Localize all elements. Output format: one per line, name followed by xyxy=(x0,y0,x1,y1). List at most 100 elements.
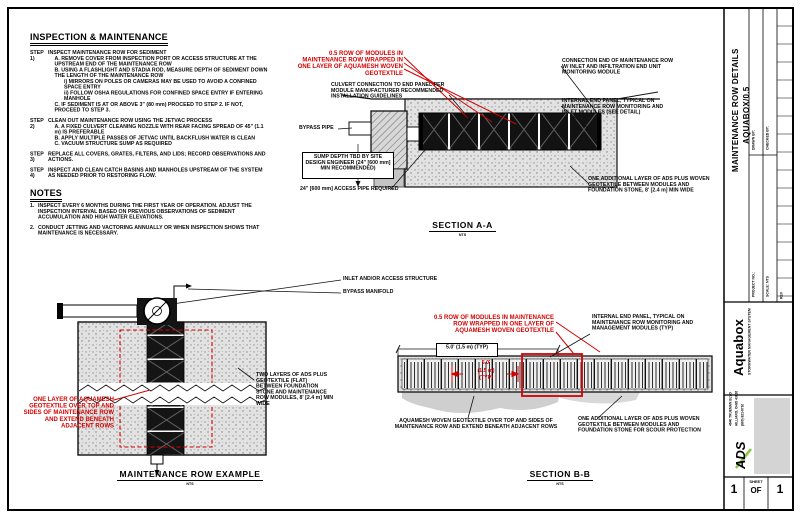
section-b-title: SECTION B-B xyxy=(526,469,594,481)
step-4-label: STEP 4) xyxy=(30,166,44,179)
red-inner-dimension xyxy=(450,366,520,382)
sheet-total: 1 xyxy=(776,482,784,496)
plan-geotextile-note: TWO LAYERS OF ADS PLUS GEOTEXTILE (FLAT)… xyxy=(256,371,334,407)
black-leader-lines xyxy=(337,65,601,190)
red-dimension-text: 5.0' (1.5 m) (TYP) xyxy=(468,360,504,387)
step-2-item-a: A. A FIXED CULVERT CLEANING NOZZLE WITH … xyxy=(54,123,264,136)
revision-row-lines xyxy=(777,25,792,297)
sheet-of: OF xyxy=(750,486,762,495)
section-b-end-panel-note: INTERNAL END PANEL, TYPICAL ON MAINTENAN… xyxy=(592,313,694,332)
section-a-title-block: SECTION A-A NTS xyxy=(360,215,565,242)
note-2-num: 2. xyxy=(30,224,35,231)
step-1-label: STEP 1) xyxy=(30,49,44,62)
foundation-stone-shadow xyxy=(402,392,560,413)
row-example-title: MAINTENANCE ROW EXAMPLE xyxy=(116,469,264,481)
plan-red-note: ONE LAYER OF AQUAMESH GEOTEXTILE OVER TO… xyxy=(23,395,114,429)
bypass-manifold-label: BYPASS MANIFOLD xyxy=(343,288,394,295)
sump-note-text: SUMP DEPTH TBD BY SITE DESIGN ENGINEER (… xyxy=(305,153,391,172)
sheet-frame xyxy=(7,7,794,511)
titleblock-gray-panel xyxy=(754,398,790,474)
row-example-title-block: MAINTENANCE ROW EXAMPLE NTS xyxy=(85,464,295,491)
plan-red-leader xyxy=(113,389,151,401)
plan-leader-lines xyxy=(171,279,342,381)
section-a-red-note: 0.5 ROW OF MODULES IN MAINTENANCE ROW WR… xyxy=(297,49,403,77)
address-line-2: HILLIARD, OHIO 43026 xyxy=(735,390,739,426)
step-2-title: CLEAN OUT MAINTENANCE ROW USING THE JETV… xyxy=(48,117,213,124)
ads-logo-green-swoosh xyxy=(734,448,753,469)
section-a-scale: NTS xyxy=(458,233,467,238)
section-b-left-note: AQUAMESH WOVEN GEOTEXTILE OVER TOP AND S… xyxy=(394,417,558,430)
step-1-item-b-ii: ii) FOLLOW OSHA REGULATIONS FOR CONFINED… xyxy=(64,89,263,102)
step-4-title: INSPECT AND CLEAN CATCH BASINS AND MANHO… xyxy=(48,166,263,179)
step-2-label: STEP 2) xyxy=(30,117,44,130)
sheet-label: SHEET xyxy=(749,479,763,484)
note-1-num: 1. xyxy=(30,202,35,209)
step-2-item-b: B. APPLY MULTIPLE PASSES OF JETVAC UNTIL… xyxy=(54,134,256,141)
step-3-title: REPLACE ALL COVERS, GRATES, FILTERS, AND… xyxy=(48,150,266,163)
step-1-item-b: B. USING A FLASHLIGHT AND STADIA ROD, ME… xyxy=(54,66,268,79)
break-band xyxy=(79,383,265,405)
black-leaders-b xyxy=(467,333,623,419)
section-b-drawing xyxy=(395,321,713,419)
section-a-right-note-2: INTERNAL END PANEL, TYPICAL ON MAINTENAN… xyxy=(562,97,664,116)
step-2: STEP 2) CLEAN OUT MAINTENANCE ROW USING … xyxy=(30,118,268,147)
note-1: 1. INSPECT EVERY 6 MONTHS DURING THE FIR… xyxy=(30,203,268,220)
bypass-pipe-label: BYPASS PIPE xyxy=(299,124,334,131)
bypass-pipe-stub xyxy=(348,121,372,136)
inspection-heading: INSPECTION & MAINTENANCE xyxy=(30,32,168,46)
sheet-of-stack: SHEET OF xyxy=(744,480,768,495)
step-1-item-a: A. REMOVE COVER FROM INSPECTION PORT OR … xyxy=(54,55,257,68)
field-drawn-by: DRAWN BY: xyxy=(752,130,756,150)
section-b-title-block: SECTION B-B NTS xyxy=(470,464,650,491)
address-line-3: (800) 821-6710 xyxy=(741,403,745,426)
step-4: STEP 4) INSPECT AND CLEAN CATCH BASINS A… xyxy=(30,167,268,179)
step-1-item-c: C. IF SEDIMENT IS AT OR ABOVE 3" (80 mm)… xyxy=(54,101,244,114)
note-2: 2. CONDUCT JETTING AND VACTORING ANNUALL… xyxy=(30,224,268,237)
address-line-1: 4640 TRUEMAN BLVD xyxy=(729,392,733,426)
step-1-item-b-i: i) MIRRORS ON POLES OR CAMERAS MAY BE US… xyxy=(64,78,257,91)
aquabox-tagline: STORMWATER MANAGEMENT SYSTEM xyxy=(748,308,752,375)
sheet-number: 1 xyxy=(730,482,738,496)
dimension-label-box: 5.0' (1.5 m) (TYP) xyxy=(436,343,498,357)
titleblock-title-line1: MAINTENANCE ROW DETAILS xyxy=(731,48,740,172)
aquabox-logo: Aquabox xyxy=(731,318,746,376)
section-a-title: SECTION A-A xyxy=(429,220,496,232)
step-2-item-c: C. VACUUM STRUCTURE SUMP AS REQUIRED xyxy=(54,140,172,147)
red-dim-line-3: (TYP) xyxy=(479,374,493,381)
rev-column-header: REV xyxy=(780,291,784,299)
notes-heading: NOTES xyxy=(30,188,63,202)
row-example-drawing xyxy=(57,279,342,476)
inspection-steps: STEP 1) INSPECT MAINTENANCE ROW FOR SEDI… xyxy=(30,50,268,317)
riser-label: INLET AND/OR ACCESS STRUCTURE xyxy=(343,275,438,282)
outlet-stub xyxy=(150,454,164,465)
titleblock-title-line2: AQUABOX/0.5 xyxy=(742,86,751,144)
field-checked-by: CHECKED BY: xyxy=(766,125,770,150)
red-leaders-b xyxy=(555,321,601,355)
step-1-title: INSPECT MAINTENANCE ROW FOR SEDIMENT xyxy=(48,49,167,56)
row-example-scale: NTS xyxy=(186,482,194,487)
section-b-right-note: ONE ADDITIONAL LAYER OF ADS PLUS WOVEN G… xyxy=(578,415,701,434)
step-1: STEP 1) INSPECT MAINTENANCE ROW FOR SEDI… xyxy=(30,50,268,114)
field-project-no: PROJECT NO.: xyxy=(752,272,756,297)
access-pipe-note: 24" [600 mm] ACCESS PIPE REQUIRED xyxy=(300,185,399,192)
field-scale: SCALE: NTS xyxy=(766,276,770,297)
step-3-label: STEP 3) xyxy=(30,150,44,163)
dimension-label: 5.0' (1.5 m) (TYP) xyxy=(445,344,489,350)
step-3: STEP 3) REPLACE ALL COVERS, GRATES, FILT… xyxy=(30,151,268,163)
section-a-connection-note: CULVERT CONNECTION TO END PANEL PER MODU… xyxy=(331,81,445,100)
notes-list: 1. INSPECT EVERY 6 MONTHS DURING THE FIR… xyxy=(30,203,268,279)
section-b-red-note: 0.5 ROW OF MODULES IN MAINTENANCE ROW WR… xyxy=(433,313,554,334)
highlighted-module-red-box xyxy=(521,353,583,397)
note-2-text: CONDUCT JETTING AND VACTORING ANNUALLY O… xyxy=(38,224,260,237)
red-leader-lines xyxy=(403,56,517,125)
section-b-scale: NTS xyxy=(556,482,564,487)
sump-note-box: SUMP DEPTH TBD BY SITE DESIGN ENGINEER (… xyxy=(302,152,394,179)
section-a-right-note-1: CONNECTION END OF MAINTENANCE ROW W/ INL… xyxy=(562,57,674,76)
red-dim-line-2: (1.5 m) xyxy=(477,367,495,374)
module-row-section-b xyxy=(401,358,709,390)
red-dim-line-1: 5.0' xyxy=(481,359,491,366)
access-pipe xyxy=(406,126,420,142)
ads-logo: ADS xyxy=(733,441,748,469)
